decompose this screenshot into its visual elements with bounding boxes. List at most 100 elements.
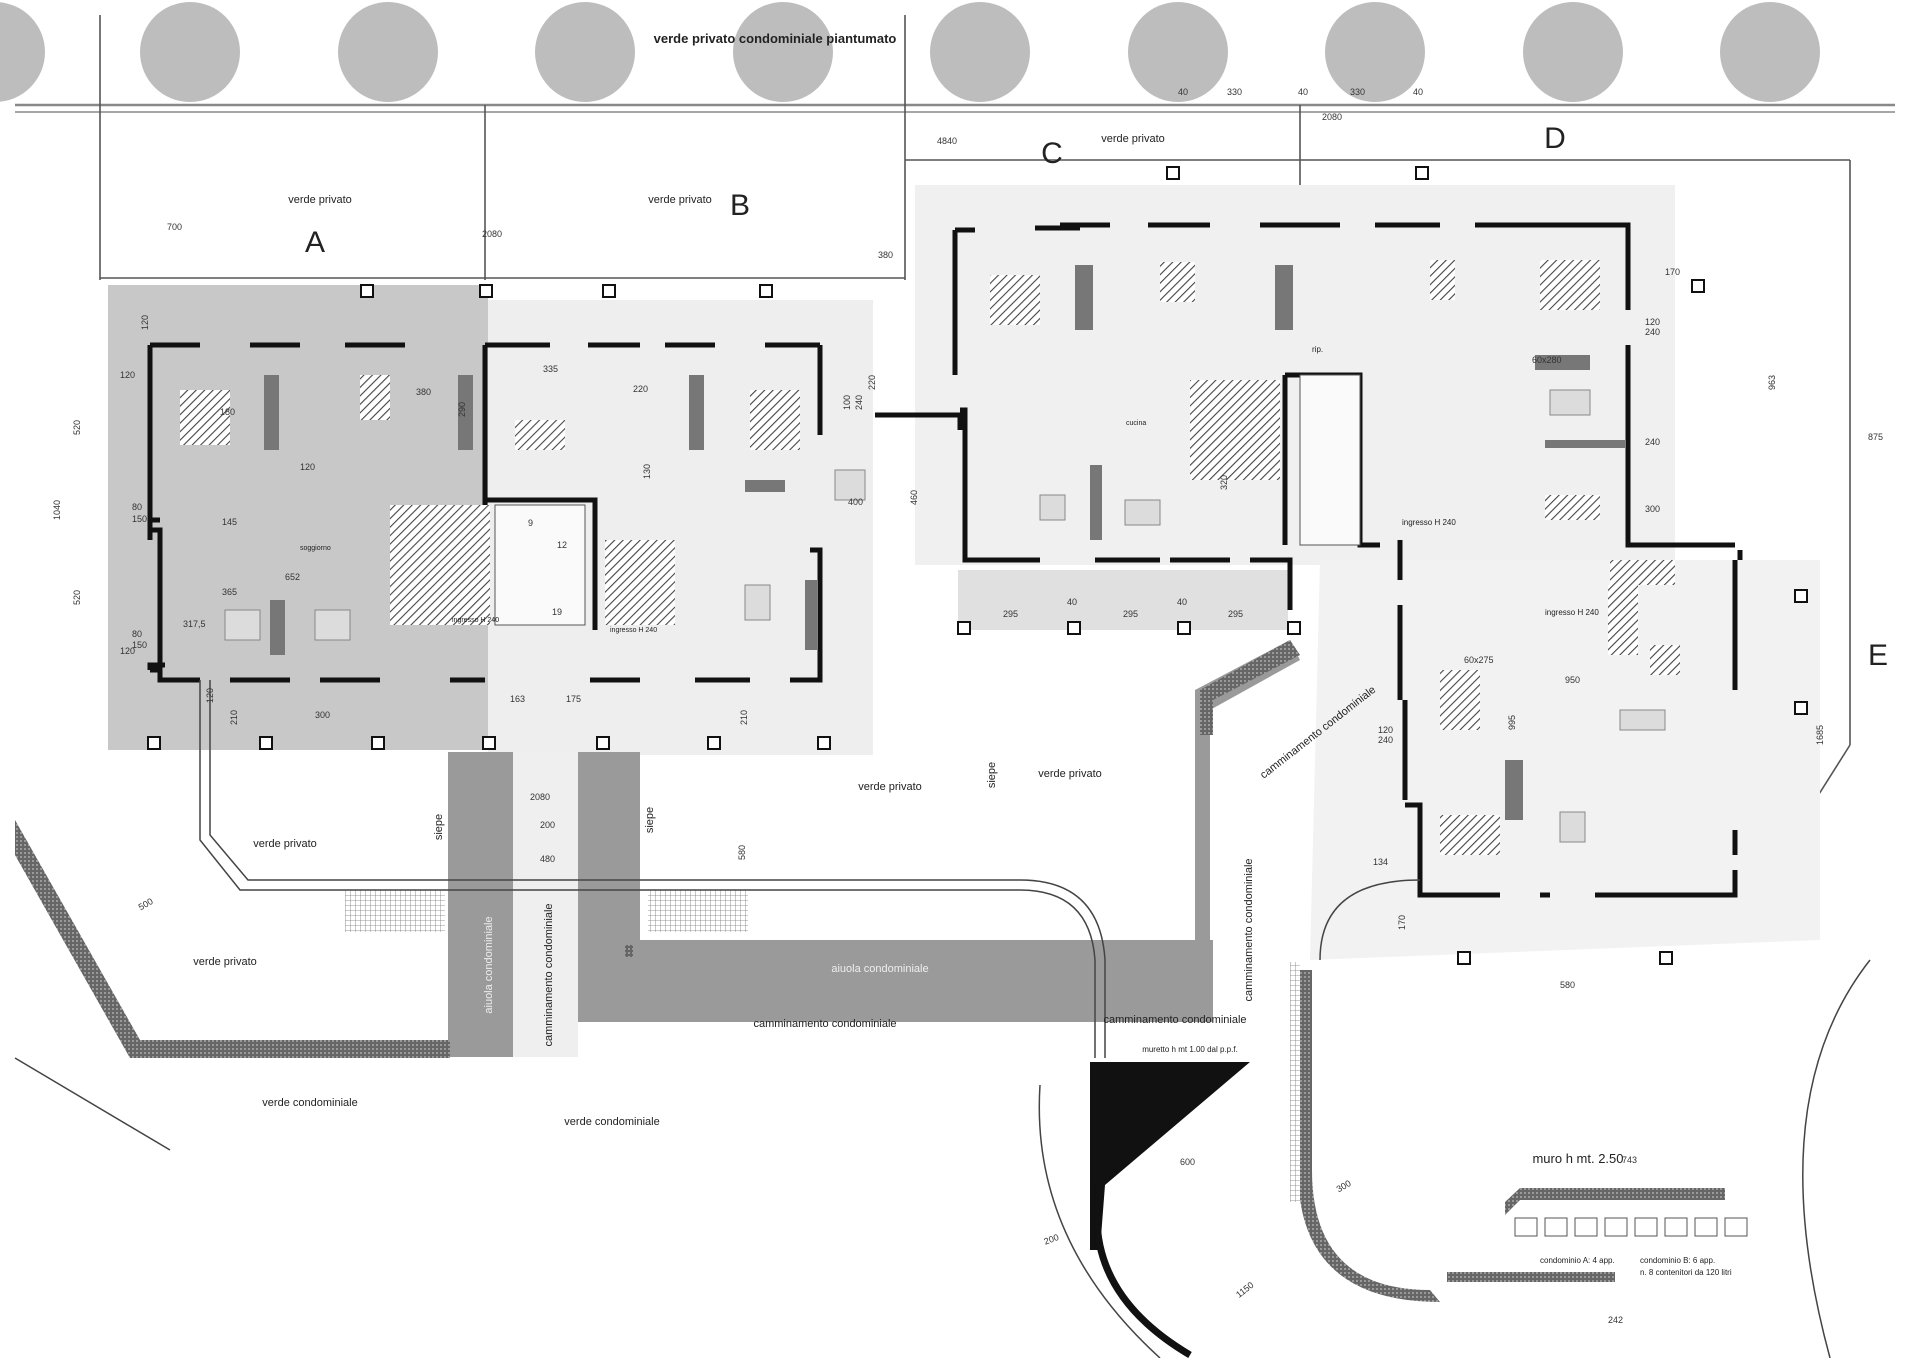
dim: 295: [1003, 609, 1018, 619]
dim: 19: [552, 607, 562, 617]
tables: [224, 389, 1666, 843]
room-label-7: rip.: [1312, 345, 1323, 354]
area-label-9: verde condominiale: [564, 1116, 659, 1128]
dim: 240: [1645, 437, 1660, 447]
dim: 220: [633, 384, 648, 394]
walkway-label-2: camminamento condominiale: [1103, 1014, 1246, 1026]
dim: 200: [1043, 1232, 1061, 1247]
dim: 320: [1219, 475, 1229, 490]
dim: 600: [1180, 1157, 1195, 1167]
area-label-3: verde privato: [1101, 133, 1165, 145]
dim: 120: [120, 646, 135, 656]
area-label-4: verde privato: [858, 781, 922, 793]
room-label-2: cucina: [1126, 420, 1146, 427]
dim: 652: [285, 572, 300, 582]
dim: 240: [854, 395, 864, 410]
dim: 1685: [1815, 725, 1825, 745]
wall-note: muretto h mt 1.00 dal p.p.f.: [1142, 1045, 1238, 1054]
hedge-label-1: siepe: [433, 814, 445, 840]
dim: 290: [457, 402, 467, 417]
dim: 40: [1298, 87, 1308, 97]
hedge-label-3: siepe: [986, 762, 998, 788]
patio-c: [958, 570, 1288, 630]
wall-title: muro h mt. 2.50: [1532, 1151, 1623, 1166]
boundary-walls: [15, 640, 1725, 1302]
room-label-6: ingresso H 240: [1545, 608, 1599, 617]
dim: 365: [222, 587, 237, 597]
dim: 130: [642, 464, 652, 479]
dim: 145: [222, 517, 237, 527]
dim: 743: [1622, 1155, 1637, 1165]
dim: 120: [140, 315, 150, 330]
stairs: [494, 374, 1361, 626]
dim: 120: [1378, 725, 1393, 735]
dim: 400: [848, 497, 863, 507]
walkway-label-3: camminamento condominiale: [543, 903, 555, 1046]
hatched-beds: [180, 260, 1680, 855]
dim: 60x275: [1464, 655, 1494, 665]
dim: 220: [867, 375, 877, 390]
hedge-label-2: siepe: [644, 807, 656, 833]
block-label-d: D: [1544, 122, 1566, 155]
dim: 9: [528, 518, 533, 528]
dim: 950: [1565, 675, 1580, 685]
top-green-label: verde privato condominiale piantumato: [654, 31, 897, 46]
dim: 380: [878, 250, 893, 260]
dim: 330: [1350, 87, 1365, 97]
building-cd-walls: [875, 222, 1735, 610]
lot-boundaries: [99, 15, 1851, 841]
dim: 210: [229, 710, 239, 725]
area-label-1: verde privato: [288, 194, 352, 206]
dim: 120: [120, 370, 135, 380]
dim: 240: [1645, 327, 1660, 337]
block-label-c: C: [1041, 137, 1063, 170]
tree-row: [0, 2, 1820, 102]
ramp-wedge: [1090, 1062, 1250, 1250]
room-label-5: ingresso H 240: [1402, 518, 1456, 527]
dim: 12: [557, 540, 567, 550]
room-label-4: ingresso H 240: [610, 627, 657, 634]
building-e-walls: [1397, 550, 1743, 898]
block-label-b: B: [730, 189, 750, 222]
bins-note-1: condominio A: 4 app.: [1540, 1256, 1615, 1265]
dim: 170: [1397, 915, 1407, 930]
dim: 80: [132, 502, 142, 512]
block-label-a: A: [305, 226, 325, 259]
dim: 295: [1228, 609, 1243, 619]
dim: 460: [909, 490, 919, 505]
dim: 134: [1373, 857, 1388, 867]
dim: 1040: [52, 500, 62, 520]
bins-note-2: condominio B: 6 app.: [1640, 1256, 1715, 1265]
hedges: [345, 890, 1300, 1202]
dimensions: 40 330 40 330 40 2080 4840 700 2080 380 …: [52, 87, 1883, 1325]
flowerbed-label-2: aiuola condominiale: [483, 916, 495, 1013]
dim: 40: [1413, 87, 1423, 97]
dim: 300: [1335, 1178, 1353, 1194]
dim: 995: [1507, 715, 1517, 730]
dim: 242: [1608, 1315, 1623, 1325]
area-label-5: verde privato: [1038, 768, 1102, 780]
dim: 80: [132, 629, 142, 639]
dim: 170: [1665, 267, 1680, 277]
dim: 380: [416, 387, 431, 397]
courtyard-e: [1310, 560, 1820, 960]
dim: 875: [1868, 432, 1883, 442]
flowerbed-label-1: aiuola condominiale: [831, 963, 928, 975]
ramp-curve: [1093, 1184, 1192, 1358]
dim: 2080: [1322, 112, 1342, 122]
dim: 480: [540, 854, 555, 864]
walkway-label-1: camminamento condominiale: [753, 1018, 896, 1030]
dim: 300: [315, 710, 330, 720]
walkway-label-4: camminamento condominiale: [1243, 858, 1255, 1001]
dim: 2080: [530, 792, 550, 802]
dim: 300: [1645, 504, 1660, 514]
dim: 500: [137, 896, 155, 912]
curved-paths: [14, 680, 1871, 1358]
dim: 335: [543, 364, 558, 374]
dim: 120: [1645, 317, 1660, 327]
dim: 295: [1123, 609, 1138, 619]
dim: 40: [1177, 597, 1187, 607]
bins-note-3: n. 8 contenitori da 120 litri: [1640, 1268, 1732, 1277]
area-label-2: verde privato: [648, 194, 712, 206]
